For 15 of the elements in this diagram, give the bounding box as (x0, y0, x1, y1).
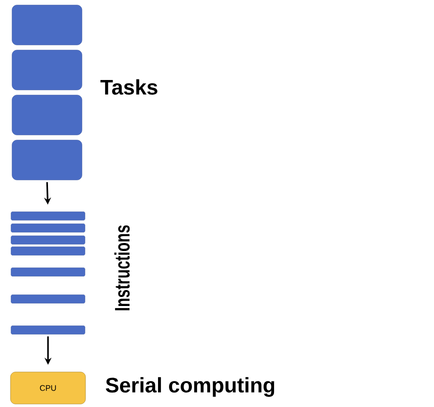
instruction-bar (10, 294, 86, 304)
cpu-box: CPU (10, 372, 86, 404)
task-box (12, 94, 82, 136)
instruction-bar (10, 268, 86, 276)
instruction-bar (10, 326, 86, 334)
heading: Tasks (100, 79, 158, 95)
task-box (12, 50, 82, 90)
instruction-bar (10, 212, 86, 220)
instruction-bar (10, 224, 86, 232)
heading: Instructions (114, 225, 130, 310)
task-box (12, 4, 82, 46)
instruction-bar (10, 236, 86, 244)
instruction-bar (10, 246, 86, 256)
heading: Serial computing (106, 377, 274, 397)
task-box (12, 140, 82, 180)
